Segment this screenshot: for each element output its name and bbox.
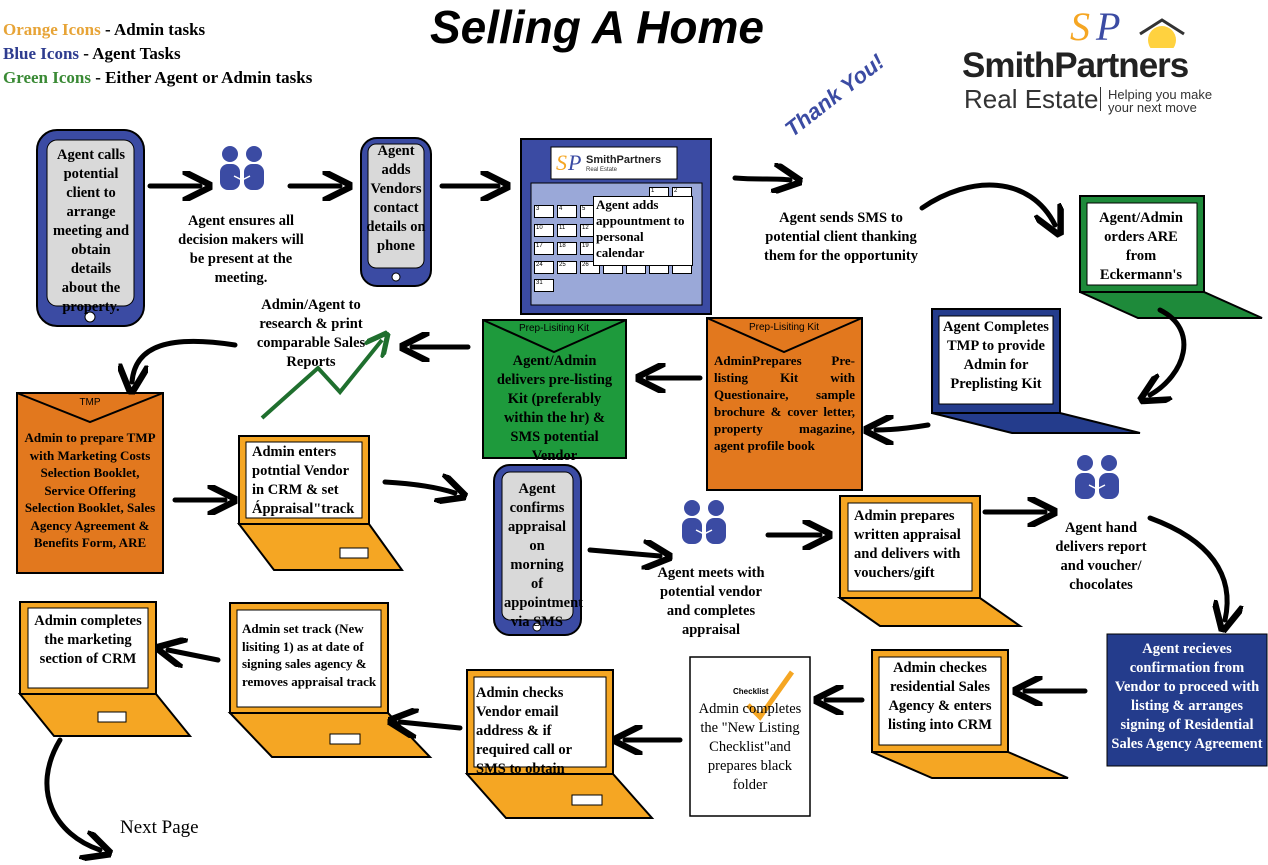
laptop-icon-orders [1079, 195, 1263, 319]
laptop-icon-marketing [17, 601, 193, 737]
step-receive-confirmation: Agent recieves confirmation from Vendor … [1111, 641, 1263, 752]
phone-icon-1 [36, 129, 145, 327]
step-order-are: Agent/Admin orders ARE from Eckermann's [1099, 210, 1183, 283]
legend-green: Green Icons - Either Agent or Admin task… [3, 68, 313, 87]
step-enter-listing: Admin checkes residential Sales Agency &… [888, 660, 992, 733]
envelope-label-green: Prep-Lisiting Kit [518, 323, 590, 334]
logo-mark-icon: S P [1070, 4, 1185, 48]
step-agent-calls: Agent calls potential client to arrange … [52, 147, 130, 315]
step-calendar-note: Agent adds appountment to personal calen… [593, 196, 693, 266]
envelope-icon-prep-kit-orange [706, 317, 863, 491]
calendar-day-11: 11 [557, 223, 577, 237]
page-title: Selling A Home [430, 1, 764, 53]
flow-arrows [44, 178, 1227, 850]
envelope-label-tmp: TMP [79, 397, 101, 408]
next-page-link[interactable]: Next Page [120, 817, 199, 838]
calendar-day-25: 25 [557, 260, 577, 274]
step-complete-appraisal: Agent meets with potential vendor and co… [657, 565, 765, 638]
step-new-listing-checklist: Admin completes the "New Listing Checkli… [698, 701, 802, 793]
step-decision-makers: Agent ensures all decision makers will b… [178, 213, 304, 286]
legend-orange: Orange Icons - Admin tasks [3, 20, 206, 39]
smithpartners-logo: S P SmithPartners Real Estate Helping yo… [962, 4, 1252, 114]
calendar-day-4: 4 [557, 205, 577, 218]
envelope-icon-prep-kit-green [482, 319, 627, 459]
step-sms-thanks: Agent sends SMS to potential client than… [764, 210, 918, 264]
svg-text:P: P [1095, 4, 1120, 48]
step-enter-vendor: Admin enters potntial Vendor in CRM & se… [252, 444, 355, 517]
phone-icon-2 [360, 137, 432, 287]
laptop-icon-appraisal [836, 495, 1024, 627]
logo-tagline: Helping you make your next move [1108, 87, 1213, 115]
trend-up-icon [260, 340, 382, 420]
people-icon-3 [1074, 454, 1120, 500]
people-icon-2 [681, 499, 727, 545]
step-confirm-appraisal: Agent confirms appraisal on morning of a… [504, 481, 583, 630]
logo-sub: Real Estate [964, 84, 1099, 114]
step-research-reports: Admin/Agent to research & print comparab… [256, 297, 366, 370]
step-vendor-contact: Agent adds Vendors contact details on ph… [366, 143, 426, 254]
phone-icon-3 [493, 464, 582, 636]
step-hand-deliver: Agent hand delivers report and voucher/ … [1055, 520, 1147, 593]
laptop-icon-vendor-email [464, 669, 655, 819]
calendar-day-18: 18 [557, 242, 577, 255]
step-prepare-kit: AdminPrepares Pre-listing Kit with Quest… [714, 353, 855, 453]
checklist-badge: Checklist [733, 687, 769, 696]
step-deliver-kit: Agent/Admin delivers pre-listing Kit (pr… [496, 353, 613, 464]
confirmation-box [1106, 633, 1268, 767]
step-marketing-crm: Admin completes the marketing section of… [34, 613, 142, 667]
calendar-day-31: 31 [534, 279, 554, 292]
calendar-logo: S P SmithPartners Real Estate [556, 150, 662, 175]
people-icon-1 [219, 145, 265, 191]
calendar-day-24: 24 [534, 260, 554, 274]
laptop-icon-tmp [931, 308, 1141, 434]
envelope-label-orange: Prep-Lisiting Kit [748, 322, 820, 333]
laptop-icon-sales-agency [871, 649, 1069, 779]
logo-name: SmithPartners [962, 46, 1189, 85]
logo-divider [1100, 87, 1101, 111]
step-complete-tmp: Agent Completes TMP to provide Admin for… [943, 319, 1049, 392]
step-prepare-tmp: Admin to prepare TMP with Marketing Cost… [24, 430, 156, 550]
svg-text:S: S [1070, 4, 1090, 48]
envelope-icon-tmp [16, 392, 164, 574]
calendar-day-17: 17 [534, 242, 554, 255]
laptop-icon-set-track [227, 602, 433, 758]
legend: Orange Icons - Admin tasks Blue Icons - … [3, 18, 312, 90]
legend-blue: Blue Icons - Agent Tasks [3, 44, 181, 63]
step-written-appraisal: Admin prepares written appraisal and del… [854, 508, 961, 581]
step-vendor-email: Admin checks Vendor email address & if r… [476, 685, 572, 777]
calendar-day-10: 10 [534, 223, 554, 237]
step-set-track: Admin set track (New lisiting 1) as at d… [242, 621, 377, 689]
calendar-day-3: 3 [534, 205, 554, 218]
checklist-box [689, 656, 811, 817]
laptop-icon-crm-vendor [236, 435, 404, 571]
